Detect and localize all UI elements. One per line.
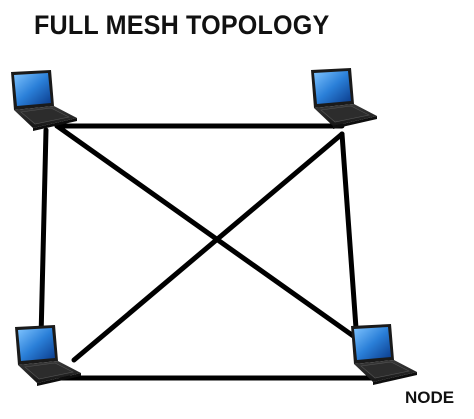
link-top-right-bottom-left (71, 131, 345, 363)
link-top-right-bottom-right (339, 131, 360, 345)
node-label: NODE (405, 388, 455, 407)
laptop-icon (14, 324, 82, 387)
mesh-links (38, 123, 381, 381)
diagram-title: FULL MESH TOPOLOGY (34, 10, 330, 40)
link-top-left-bottom-left (38, 127, 49, 341)
laptop-icon (310, 67, 378, 130)
laptop-icon (10, 69, 78, 132)
link-top-left-bottom-right (54, 123, 369, 348)
